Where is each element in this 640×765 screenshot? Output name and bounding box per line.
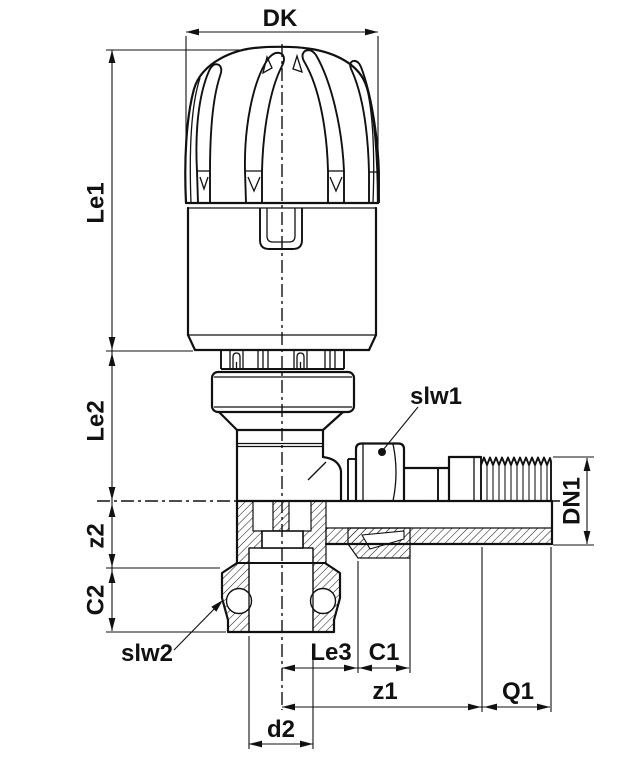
label-slw1: slw1: [410, 383, 462, 410]
label-d2: d2: [267, 716, 295, 743]
label-c1: C1: [369, 639, 400, 666]
label-z1: z1: [372, 678, 397, 705]
label-slw2: slw2: [121, 640, 173, 667]
outlet-tailpiece: [402, 455, 552, 503]
thread-flanks: [486, 465, 548, 500]
dimension-lines: [111, 31, 588, 745]
connection-ring: [210, 370, 356, 414]
head-grip-notch: [259, 208, 303, 250]
union-nut-slw1: [354, 442, 406, 503]
slw2-leader-arrow: [211, 600, 223, 612]
label-dk: DK: [263, 5, 298, 32]
head-edge-line-left: [189, 77, 201, 204]
extension-lines: [106, 36, 594, 749]
label-c2: C2: [83, 585, 110, 616]
label-z2: z2: [83, 523, 110, 548]
label-le1: Le1: [83, 182, 110, 223]
collar-ribs: [229, 350, 336, 369]
label-dn1: DN1: [559, 477, 586, 525]
label-q1: Q1: [502, 678, 534, 705]
dimension-labels: DK Le1 Le2 z2 C2 DN1 slw1 slw2 Le3 C1 z1…: [83, 5, 586, 743]
nut-chamfer-arc-left: [225, 587, 253, 615]
dimensions: [106, 28, 594, 749]
adapter-collar: [210, 350, 356, 432]
bottom-nut-slw2: [220, 561, 342, 634]
body-chamfer-line: [307, 461, 327, 481]
label-le2: Le2: [83, 400, 110, 441]
valve-body: [235, 428, 552, 503]
slw1-leader-dot: [378, 448, 386, 456]
section-cut: [220, 499, 554, 634]
head-grip-slots: [195, 49, 380, 204]
dimension-arrows: [108, 28, 591, 748]
leader-lines: [173, 406, 419, 651]
nut-chamfer-arc-right: [309, 587, 337, 615]
label-le3: Le3: [310, 639, 351, 666]
centerlines: [97, 44, 560, 710]
